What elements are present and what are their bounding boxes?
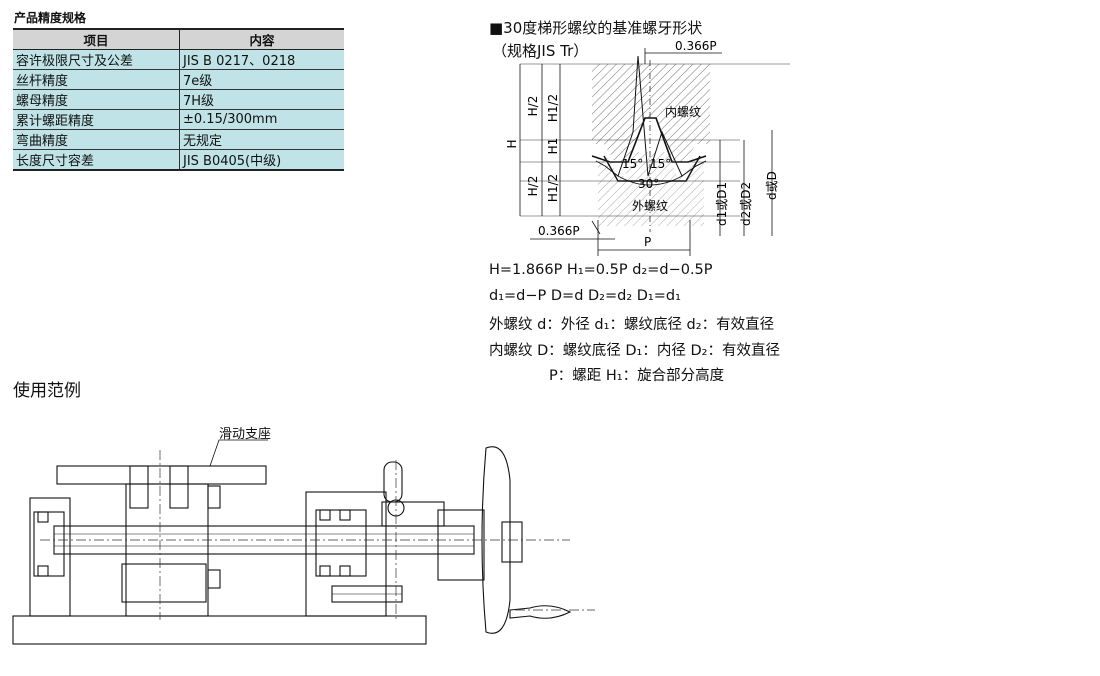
handle — [509, 605, 572, 619]
usage-drawing — [12, 439, 595, 645]
h1-half-upper-label: H1/2 — [546, 94, 560, 122]
spec-item: 螺母精度 — [13, 89, 180, 110]
slide-support-label: 滑动支座 — [219, 427, 272, 442]
angle-left-label: 15° — [622, 157, 643, 171]
table-row: 丝杆精度 7e级 — [13, 69, 344, 90]
spec-header-row: 项目 内容 — [13, 28, 344, 50]
slide-support-body — [125, 483, 209, 617]
spec-value: 7e级 — [179, 69, 344, 90]
formula-line-1: H=1.866P H₁=0.5P d₂=d−0.5P — [489, 262, 713, 278]
pitch-label: P — [644, 235, 651, 249]
base-plate — [12, 615, 427, 645]
d-label: d或D — [765, 171, 779, 200]
internal-thread-hatch — [592, 64, 710, 162]
spec-item: 累计螺距精度 — [13, 109, 180, 130]
table-row: 螺母精度 7H级 — [13, 89, 344, 110]
h-half-lower-label: H/2 — [526, 176, 540, 197]
spec-header-item: 项目 — [13, 28, 180, 50]
spec-value: JIS B0405(中级) — [179, 149, 344, 171]
spec-table: 项目 内容 容许极限尺寸及公差 JIS B 0217、0218 丝杆精度 7e级… — [13, 28, 344, 171]
h-half-upper-label: H/2 — [526, 96, 540, 117]
spec-value: ±0.15/300mm — [179, 109, 344, 130]
formula-line-5: P：螺距 H₁：旋合部分高度 — [549, 368, 725, 384]
d1-label: d1或D1 — [715, 182, 729, 226]
fundamental-triangle — [595, 55, 707, 177]
handwheel — [481, 446, 511, 634]
thread-profile-diagram: 0.366P H H/2 H/2 H1/2 H1 H1/2 内螺纹 15° 15… — [505, 39, 790, 256]
external-thread-label: 外螺纹 — [632, 199, 668, 213]
formula-line-2: d₁=d−P D=d D₂=d₂ D₁=d₁ — [489, 288, 681, 304]
spec-item: 长度尺寸容差 — [13, 149, 180, 171]
clamp-lever — [383, 461, 403, 503]
thread-subtitle: （规格JIS Tr） — [492, 42, 589, 60]
table-row: 长度尺寸容差 JIS B0405(中级) — [13, 149, 344, 171]
h1-half-lower-label: H1/2 — [546, 174, 560, 202]
usage-title: 使用范例 — [13, 381, 81, 401]
table-row: 容许极限尺寸及公差 JIS B 0217、0218 — [13, 49, 344, 70]
angle-right-label: 15° — [650, 157, 671, 171]
spec-item: 丝杆精度 — [13, 69, 180, 90]
angle-full-label: 30° — [638, 177, 659, 191]
spec-item: 弯曲精度 — [13, 129, 180, 150]
table-row: 弯曲精度 无规定 — [13, 129, 344, 150]
h-label: H — [505, 139, 519, 148]
left-bearing-block — [29, 497, 71, 617]
slide-table — [56, 465, 267, 485]
top-pitch-label: 0.366P — [675, 39, 717, 53]
bottom-pitch-label: 0.366P — [538, 224, 580, 238]
d2-label: d2或D2 — [739, 182, 753, 226]
table-row: 累计螺距精度 ±0.15/300mm — [13, 109, 344, 130]
thread-title: ■30度梯形螺纹的基准螺牙形状 — [489, 19, 703, 37]
spec-item: 容许极限尺寸及公差 — [13, 49, 180, 70]
external-thread-hatch — [598, 152, 704, 226]
spec-value: 无规定 — [179, 129, 344, 150]
formula-line-3: 外螺纹 d：外径 d₁：螺纹底径 d₂：有效直径 — [489, 317, 775, 333]
spec-title: 产品精度规格 — [14, 11, 87, 25]
formula-line-4: 内螺纹 D：螺纹底径 D₁：内径 D₂：有效直径 — [489, 343, 780, 359]
spec-header-content: 内容 — [179, 28, 344, 50]
spec-value: JIS B 0217、0218 — [179, 49, 344, 70]
spec-value: 7H级 — [179, 89, 344, 110]
internal-thread-label: 内螺纹 — [665, 105, 701, 119]
h1-label: H1 — [546, 138, 560, 155]
